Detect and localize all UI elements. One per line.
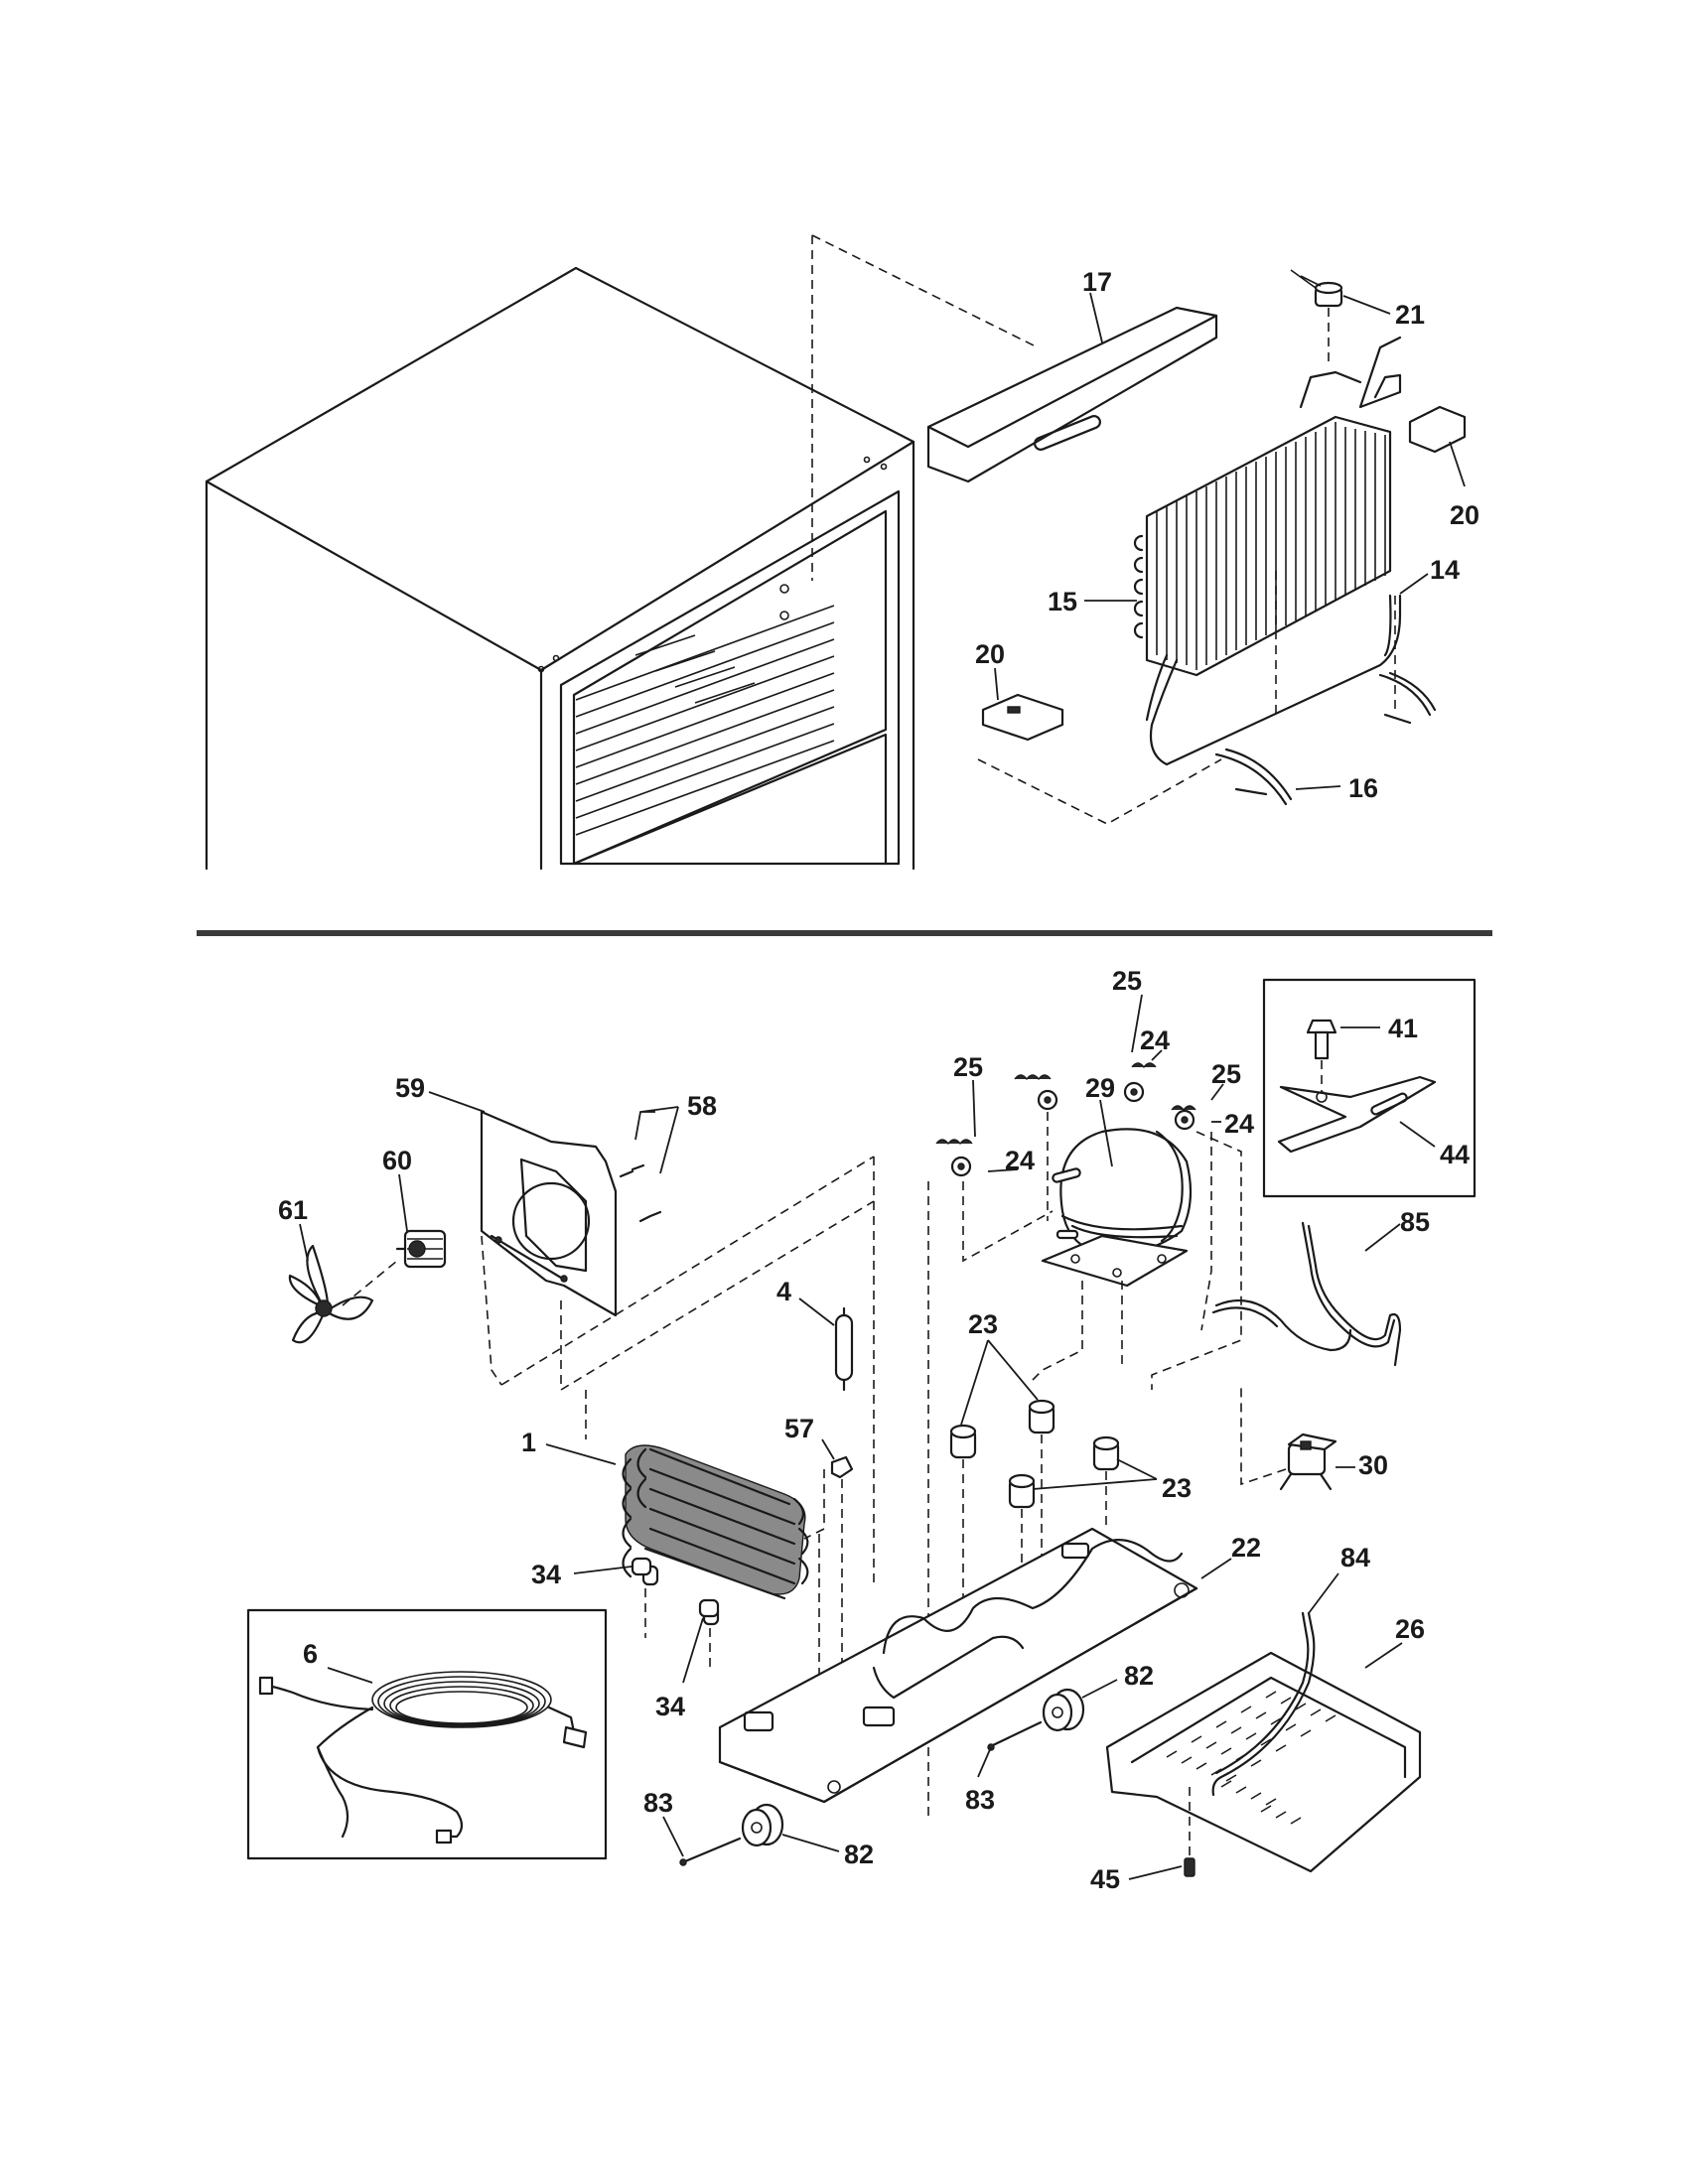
section-divider [197, 930, 1492, 936]
evaporator-bracket-left [981, 693, 1064, 742]
callout-23-bottom: 23 [1162, 1473, 1192, 1503]
callout-16: 16 [1348, 773, 1378, 803]
callout-58: 58 [687, 1091, 717, 1121]
overload-protector [1279, 1433, 1337, 1491]
shroud-screws [619, 1163, 662, 1223]
wheels [741, 1688, 1085, 1847]
compressor-grommets [949, 1399, 1120, 1509]
evaporator-bracket-right [1408, 405, 1467, 454]
callout-83-left: 83 [643, 1788, 673, 1818]
callout-41: 41 [1388, 1014, 1418, 1043]
inset-box-bracket [1262, 978, 1477, 1198]
callout-29: 29 [1085, 1073, 1115, 1103]
heater-clips [1214, 671, 1437, 806]
compressor-base [718, 1527, 1198, 1804]
callout-4: 4 [776, 1277, 791, 1306]
callout-25-top: 25 [1112, 966, 1142, 996]
pan-screw [1184, 1857, 1196, 1877]
discharge-tube [1211, 1221, 1402, 1367]
defrost-heater [1145, 594, 1402, 766]
callout-24-mid: 24 [1140, 1025, 1170, 1055]
callout-1: 1 [521, 1428, 536, 1457]
callout-22: 22 [1231, 1533, 1261, 1563]
refrigerator-cabinet [205, 266, 915, 871]
callout-25-left: 25 [953, 1052, 983, 1082]
drain-pan [1105, 1651, 1422, 1873]
callout-24-left: 24 [1005, 1146, 1035, 1175]
freezer-shelf-ridges [575, 605, 835, 836]
callout-84: 84 [1340, 1543, 1370, 1572]
drier-filter [834, 1306, 854, 1392]
evaporator-coil [1133, 336, 1402, 677]
callout-17: 17 [1082, 267, 1112, 297]
callout-60: 60 [382, 1146, 412, 1175]
callout-61: 61 [278, 1195, 308, 1225]
callout-59: 59 [395, 1073, 425, 1103]
callout-21: 21 [1395, 300, 1425, 330]
callout-30: 30 [1358, 1450, 1388, 1480]
callout-82-right: 82 [1124, 1661, 1154, 1691]
callout-25-right: 25 [1211, 1059, 1241, 1089]
defrost-thermostat [1290, 269, 1343, 308]
drain-pan-grid [1166, 1691, 1336, 1825]
compressor-bracket [1277, 1075, 1437, 1154]
callout-85: 85 [1400, 1207, 1430, 1237]
fan-motor [395, 1229, 447, 1269]
mounting-clips [935, 1062, 1196, 1146]
callout-14: 14 [1430, 555, 1460, 585]
callout-45: 45 [1090, 1864, 1120, 1894]
fan-blade [288, 1244, 374, 1344]
callout-6: 6 [303, 1639, 318, 1669]
callout-34-bottom: 34 [655, 1692, 685, 1721]
power-cord [258, 1671, 588, 1844]
callout-24-right: 24 [1224, 1109, 1254, 1139]
callout-23-top: 23 [968, 1309, 998, 1339]
compressor [1041, 1128, 1193, 1288]
callout-44: 44 [1440, 1140, 1470, 1169]
wheel-axles [679, 1720, 1043, 1866]
bracket-screw [1306, 1019, 1337, 1060]
callout-83-right: 83 [965, 1785, 995, 1815]
power-relay [830, 1455, 854, 1479]
condenser-coil [622, 1444, 809, 1600]
callout-20-left: 20 [975, 639, 1005, 669]
fan-shroud [480, 1110, 618, 1317]
callout-15: 15 [1048, 587, 1077, 616]
callout-57: 57 [784, 1414, 814, 1443]
evaporator-cover [926, 306, 1218, 483]
drain-tube [1211, 1611, 1316, 1797]
callout-34-top: 34 [531, 1560, 561, 1589]
grommets [950, 1081, 1196, 1177]
inset-box-power-cord [246, 1608, 608, 1860]
condenser-bushings [631, 1557, 720, 1618]
callout-82-left: 82 [844, 1840, 874, 1869]
callout-20-right: 20 [1450, 500, 1479, 530]
callout-26: 26 [1395, 1614, 1425, 1644]
